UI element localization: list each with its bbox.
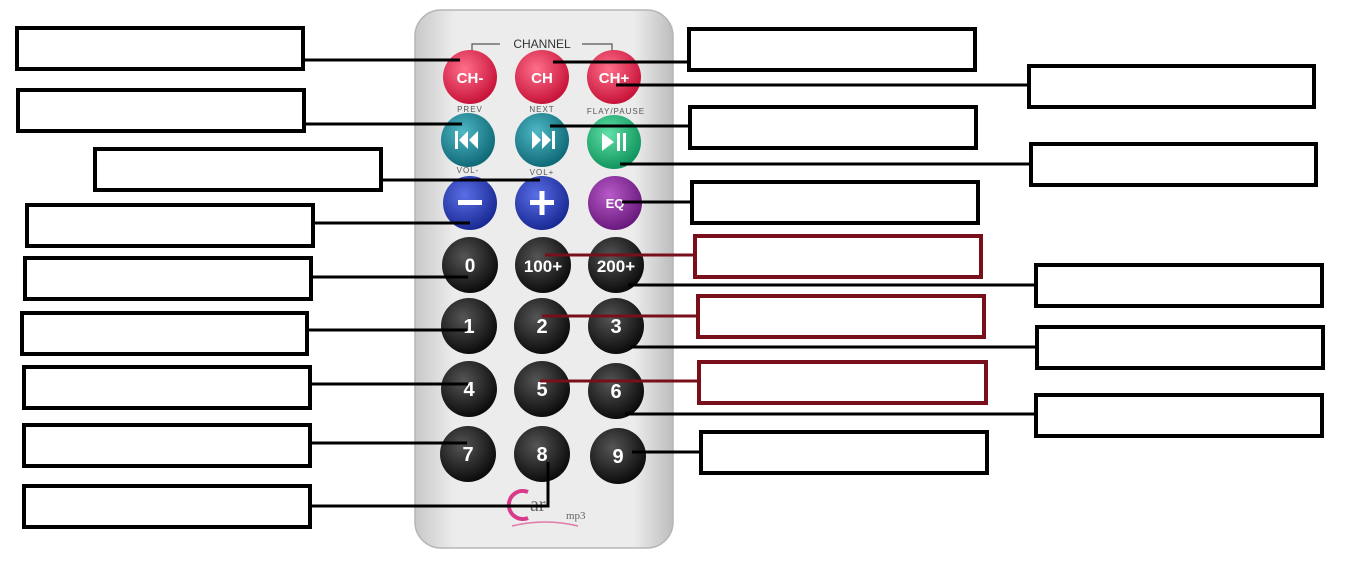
ch-minus-label: CH-	[457, 70, 484, 87]
label-box-left-7	[22, 365, 312, 410]
label-box-right-12	[699, 430, 989, 475]
button-4[interactable]: 4	[441, 361, 497, 417]
plus-icon	[530, 191, 554, 215]
button-100-plus[interactable]: 100+	[515, 237, 571, 293]
label-box-right-1	[687, 27, 977, 72]
label-box-left-1	[15, 26, 305, 71]
ch-button[interactable]: CH	[515, 50, 569, 104]
label-box-right-3	[688, 105, 978, 150]
label-box-right-8	[696, 294, 986, 339]
button-0[interactable]: 0	[442, 237, 498, 293]
button-6[interactable]: 6	[588, 363, 644, 419]
button-100-plus-label: 100+	[524, 257, 562, 276]
eq-label: EQ	[606, 196, 625, 211]
label-box-right-6	[693, 234, 983, 279]
label-box-left-9	[22, 484, 312, 529]
vol-plus-label: VOL+	[530, 168, 555, 177]
play-pause-label: FLAY/PAUSE	[587, 107, 645, 116]
ch-plus-button[interactable]: CH+	[587, 50, 641, 104]
channel-group-label: CHANNEL	[513, 37, 571, 51]
button-1-label: 1	[463, 316, 474, 338]
vol-minus-label: VOL-	[457, 166, 480, 175]
label-box-right-2	[1027, 64, 1316, 109]
label-box-left-4	[25, 203, 315, 248]
button-8-label: 8	[536, 444, 547, 466]
logo-sub-text: mp3	[566, 510, 586, 522]
button-3-label: 3	[610, 316, 621, 338]
fast-forward-icon	[532, 131, 555, 149]
button-9[interactable]: 9	[590, 428, 646, 484]
leader-left-9	[310, 462, 550, 508]
label-box-right-5	[690, 180, 980, 225]
vol-plus-button[interactable]	[515, 176, 569, 230]
label-box-left-6	[20, 311, 309, 356]
leader-lines	[303, 58, 1037, 508]
button-3[interactable]: 3	[588, 298, 644, 354]
button-2-label: 2	[536, 316, 547, 338]
ch-label: CH	[531, 70, 553, 87]
button-5[interactable]: 5	[514, 361, 570, 417]
eq-button[interactable]: EQ	[588, 176, 642, 230]
button-7-label: 7	[462, 444, 473, 466]
label-box-left-3	[93, 147, 383, 192]
next-button[interactable]	[515, 113, 569, 167]
button-8[interactable]: 8	[514, 426, 570, 482]
label-box-right-9	[1035, 325, 1325, 370]
channel-bracket	[471, 43, 613, 52]
button-200-plus-label: 200+	[597, 257, 635, 276]
play-pause-button[interactable]	[587, 115, 641, 169]
button-1[interactable]: 1	[441, 298, 497, 354]
label-box-left-5	[23, 256, 313, 301]
button-200-plus[interactable]: 200+	[588, 237, 644, 293]
label-box-right-7	[1034, 263, 1324, 308]
label-box-left-8	[22, 423, 312, 468]
next-label: NEXT	[529, 105, 554, 114]
minus-icon	[458, 200, 482, 205]
button-7[interactable]: 7	[440, 426, 496, 482]
rewind-icon	[455, 131, 478, 149]
button-5-label: 5	[536, 379, 547, 401]
label-boxes	[15, 26, 1325, 529]
button-4-label: 4	[463, 379, 475, 401]
label-box-right-11	[1034, 393, 1324, 438]
button-0-label: 0	[465, 256, 476, 277]
button-2[interactable]: 2	[514, 298, 570, 354]
prev-button[interactable]	[441, 113, 495, 167]
label-box-left-2	[16, 88, 306, 133]
label-box-right-10	[697, 360, 988, 405]
logo-swoosh	[511, 521, 579, 527]
prev-label: PREV	[457, 105, 483, 114]
ch-minus-button[interactable]: CH-	[443, 50, 497, 104]
vol-minus-button[interactable]	[443, 176, 497, 230]
button-9-label: 9	[612, 446, 623, 468]
play-pause-icon	[602, 133, 626, 151]
button-6-label: 6	[610, 381, 621, 403]
ch-plus-label: CH+	[599, 70, 630, 87]
label-box-right-4	[1029, 142, 1318, 187]
